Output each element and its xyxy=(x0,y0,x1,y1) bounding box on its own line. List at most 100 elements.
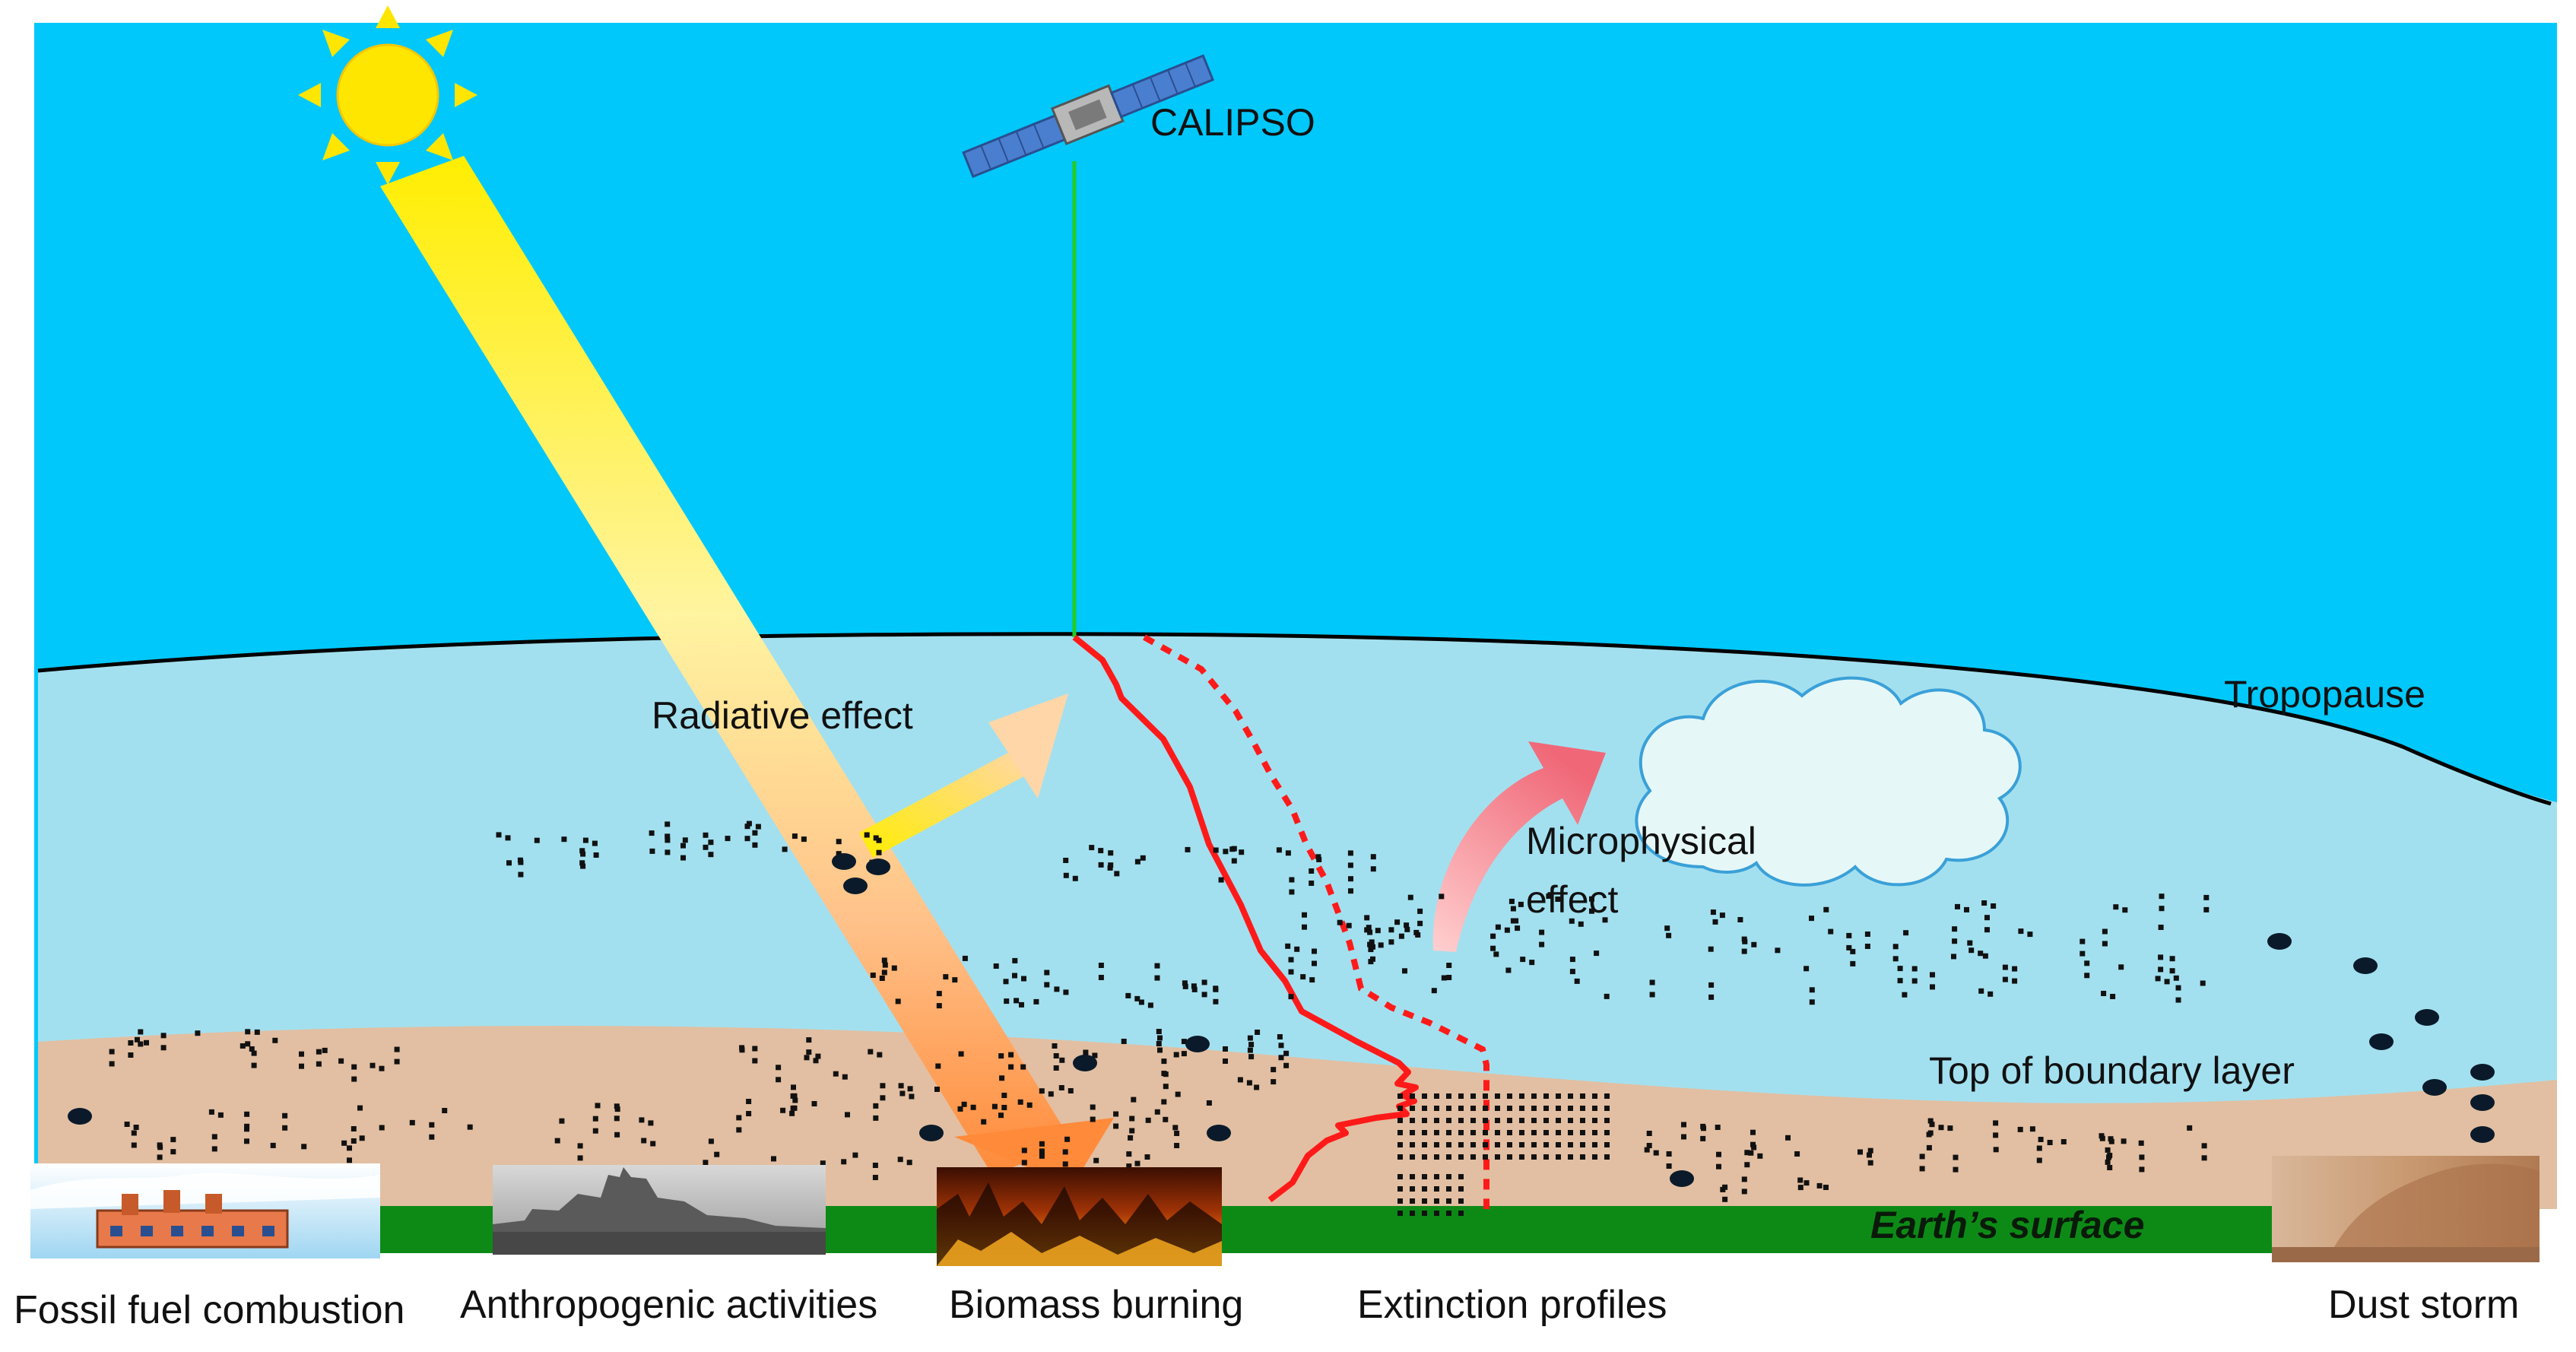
aerosol-dot xyxy=(1953,1154,1959,1160)
aerosol-dot xyxy=(2113,904,2119,910)
aerosol-dot xyxy=(2084,960,2090,966)
aerosol-dot xyxy=(1483,1093,1488,1099)
aerosol-dot xyxy=(1072,875,1078,881)
aerosol-dot xyxy=(1410,1211,1415,1216)
aerosol-dot xyxy=(1410,1130,1415,1135)
aerosol-dot xyxy=(1312,948,1317,954)
aerosol-dot xyxy=(1288,969,1294,975)
aerosol-dot xyxy=(1278,1043,1284,1049)
boundary-layer xyxy=(38,1025,2557,1209)
aerosol-dot xyxy=(1134,858,1140,865)
dust-storm-photo xyxy=(2272,1156,2540,1262)
aerosol-dot xyxy=(1098,963,1104,968)
aerosol-dot xyxy=(1964,906,1969,912)
aerosol-dot xyxy=(1213,986,1219,992)
aerosol-dot xyxy=(752,830,758,836)
aerosol-dot xyxy=(1580,1118,1585,1123)
aerosol-dot xyxy=(752,1058,758,1064)
aerosol-dot xyxy=(1710,909,1716,916)
aerosol-dot xyxy=(804,1055,810,1061)
aerosol-dot xyxy=(1507,1154,1512,1160)
aerosol-dot xyxy=(1063,989,1069,995)
aerosol-dot xyxy=(1543,1130,1549,1135)
aerosol-dot xyxy=(580,863,586,869)
aerosol-dot xyxy=(1309,868,1315,874)
aerosol-dot xyxy=(880,1083,886,1089)
aerosol-dot xyxy=(1154,975,1160,981)
aerosol-dot xyxy=(138,1041,144,1047)
aerosol-dot xyxy=(131,1142,137,1148)
aerosol-dot xyxy=(1681,1122,1686,1128)
aerosol-dot xyxy=(1531,1142,1537,1147)
aerosol-dot xyxy=(1867,1160,1873,1166)
aerosol-dot xyxy=(2139,1166,2145,1173)
aerosol-dot xyxy=(351,1126,357,1131)
aerosol-dot xyxy=(943,974,949,980)
aerosol-dot xyxy=(1926,1131,1932,1138)
aerosol-dot xyxy=(1083,1049,1089,1055)
aerosol-dot xyxy=(1911,966,1918,972)
aerosol-dot xyxy=(467,1124,473,1130)
aerosol-dot xyxy=(1174,1131,1180,1136)
aerosol-dot xyxy=(739,1047,745,1053)
aerosol-dot xyxy=(1039,1153,1045,1159)
aerosol-dot xyxy=(1008,1064,1014,1070)
aerosol-dot xyxy=(1823,906,1829,912)
aerosol-dot xyxy=(1144,1154,1150,1160)
aerosol-dot xyxy=(1892,944,1899,950)
aerosol-dot xyxy=(1206,1100,1212,1106)
aerosol-dot xyxy=(1315,854,1321,860)
aerosol-dot xyxy=(1154,1109,1160,1115)
aerosol-dot xyxy=(614,1103,620,1109)
aerosol-dot xyxy=(1125,992,1131,998)
aerosol-dot xyxy=(1410,1142,1415,1147)
aerosol-dot xyxy=(1021,1147,1027,1154)
aerosol-dot xyxy=(1708,982,1715,988)
aerosol-dot xyxy=(1446,1211,1451,1216)
aerosol-dot xyxy=(1021,1160,1027,1166)
aerosol-dot xyxy=(1422,1186,1427,1192)
aerosol-dot xyxy=(907,1086,913,1092)
aerosol-dot xyxy=(1397,1211,1403,1216)
aerosol-dot xyxy=(993,963,999,969)
aerosol-dot xyxy=(506,860,512,866)
aerosol-dot xyxy=(1053,1053,1059,1058)
aerosol-dot xyxy=(935,1063,941,1069)
aerosol-dot xyxy=(1556,1093,1561,1099)
aerosol-dot xyxy=(1434,1106,1439,1111)
aerosol-dot xyxy=(1223,1046,1228,1052)
aerosol-dot xyxy=(1592,1142,1597,1147)
aerosol-dot xyxy=(1519,1130,1524,1135)
aerosol-dot xyxy=(1201,979,1207,985)
aerosol-dot xyxy=(1568,1118,1573,1123)
aerosol-dot xyxy=(1157,1035,1163,1041)
aerosol-dot xyxy=(1495,924,1501,930)
aerosol-dot xyxy=(1857,1149,1863,1155)
aerosol-dot xyxy=(1407,894,1413,900)
aerosol-dot xyxy=(1108,850,1114,856)
aerosol-dot xyxy=(1458,1142,1464,1147)
aerosol-dot xyxy=(1578,921,1584,927)
aerosol-dot xyxy=(1569,918,1575,924)
aerosol-dot xyxy=(505,835,511,841)
aerosol-dot xyxy=(1470,1106,1476,1111)
aerosol-dot xyxy=(1147,1002,1153,1008)
aerosol-dot xyxy=(1580,1142,1585,1147)
aerosol-dot xyxy=(2038,1137,2044,1142)
aerosol-dot xyxy=(301,1144,307,1150)
aerosol-dot xyxy=(1134,1160,1140,1166)
aerosol-dot xyxy=(1929,1122,1935,1128)
aerosol-dot xyxy=(1063,858,1069,863)
aerosol-dot xyxy=(1434,1118,1439,1123)
aerosol-dot xyxy=(1951,954,1956,960)
aerosol-dot xyxy=(1370,854,1376,860)
aerosol-dot xyxy=(1446,1142,1451,1147)
aerosol-dot xyxy=(1556,1142,1561,1147)
aerosol-dot xyxy=(1248,1042,1255,1048)
aerosol-particle xyxy=(1207,1125,1231,1141)
aerosol-dot xyxy=(1539,929,1545,935)
aerosol-dot xyxy=(1107,865,1113,871)
aerosol-dot xyxy=(1504,927,1510,933)
caption-extinction: Extinction profiles xyxy=(1357,1283,1667,1327)
aerosol-dot xyxy=(1897,966,1903,972)
